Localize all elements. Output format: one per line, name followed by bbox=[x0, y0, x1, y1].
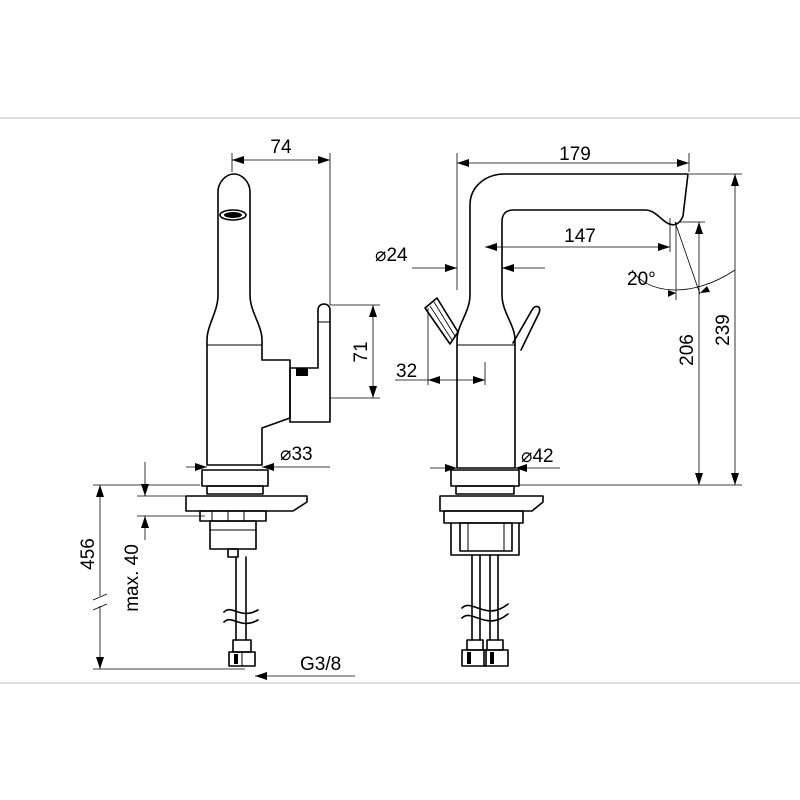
lever-detail-block bbox=[296, 368, 308, 376]
dim-179-label: 179 bbox=[559, 144, 591, 165]
front-view-connector-left-nut bbox=[461, 649, 487, 667]
front-view-clamp-inner bbox=[459, 522, 513, 552]
dim-74-label: 74 bbox=[270, 137, 292, 158]
side-view: 74 71 ⌀33 456 bbox=[78, 137, 380, 680]
dim-71: 71 bbox=[330, 304, 380, 399]
dim-max40-label: max. 40 bbox=[122, 544, 143, 612]
dim-206-label: 206 bbox=[677, 334, 698, 366]
front-connector-flat-left bbox=[467, 652, 471, 664]
dim-206: 206 bbox=[677, 221, 705, 485]
front-view-connector-right-top bbox=[486, 639, 504, 651]
front-view-mount-bracket bbox=[443, 510, 524, 524]
front-view-mounting-plate bbox=[439, 495, 544, 512]
side-view-hose-break-2 bbox=[223, 618, 259, 625]
front-view-connector-left-top bbox=[466, 639, 484, 651]
side-view-base-ring bbox=[206, 485, 264, 495]
dim-g38: G3/8 bbox=[255, 654, 355, 680]
dim-179: 179 bbox=[456, 144, 690, 290]
dim-d33-label: ⌀33 bbox=[280, 444, 313, 465]
dim-239-label: 239 bbox=[713, 314, 734, 346]
dim-angle-label: 20° bbox=[627, 269, 656, 290]
dim-g38-label: G3/8 bbox=[300, 654, 341, 675]
dim-angle-20: 20° bbox=[627, 221, 736, 300]
front-view-base-nut bbox=[450, 469, 520, 487]
dim-d33: ⌀33 bbox=[186, 444, 330, 471]
front-view-right-lever bbox=[512, 305, 541, 351]
connector-flat bbox=[234, 654, 238, 664]
side-view-stud bbox=[227, 548, 239, 558]
aerator-outline bbox=[219, 209, 247, 221]
side-view-lever bbox=[289, 303, 331, 423]
dim-71-label: 71 bbox=[351, 341, 372, 362]
front-view-base-ring bbox=[455, 485, 515, 495]
dim-max40: max. 40 bbox=[122, 462, 205, 612]
front-view-hose-break bbox=[461, 603, 509, 612]
dim-d24-label: ⌀24 bbox=[375, 245, 408, 266]
dim-32: 32 bbox=[395, 308, 486, 385]
front-view-hose-break-2 bbox=[461, 613, 509, 622]
front-connector-flat-right bbox=[490, 652, 494, 664]
dim-d24: ⌀24 bbox=[375, 245, 545, 272]
side-view-clamp bbox=[209, 520, 257, 550]
side-view-base-nut bbox=[201, 469, 269, 487]
dim-d42-label: ⌀42 bbox=[521, 446, 554, 467]
side-view-mount-bracket bbox=[199, 510, 267, 522]
front-view-clamp bbox=[450, 522, 520, 556]
front-view-left-lever bbox=[424, 297, 459, 345]
side-view-hose-break bbox=[223, 608, 259, 615]
dim-147-label: 147 bbox=[564, 226, 596, 247]
dim-456-break bbox=[92, 593, 108, 611]
dim-74: 74 bbox=[231, 137, 331, 305]
side-view-mounting-plate bbox=[185, 495, 308, 512]
front-view-body-outline bbox=[456, 173, 689, 469]
side-view-body-outline bbox=[206, 173, 291, 466]
dim-239: 239 bbox=[519, 173, 742, 486]
dim-456-label: 456 bbox=[78, 538, 99, 570]
side-view-connector-top bbox=[232, 639, 252, 653]
dim-147: 147 bbox=[485, 218, 671, 252]
front-view-connector-right-nut bbox=[483, 649, 509, 667]
front-view: 179 147 ⌀24 20° bbox=[375, 144, 742, 667]
aerator-mesh bbox=[224, 212, 242, 218]
dim-456: 456 bbox=[78, 484, 245, 670]
dim-32-label: 32 bbox=[396, 361, 417, 382]
dim-d42: ⌀42 bbox=[430, 446, 560, 472]
